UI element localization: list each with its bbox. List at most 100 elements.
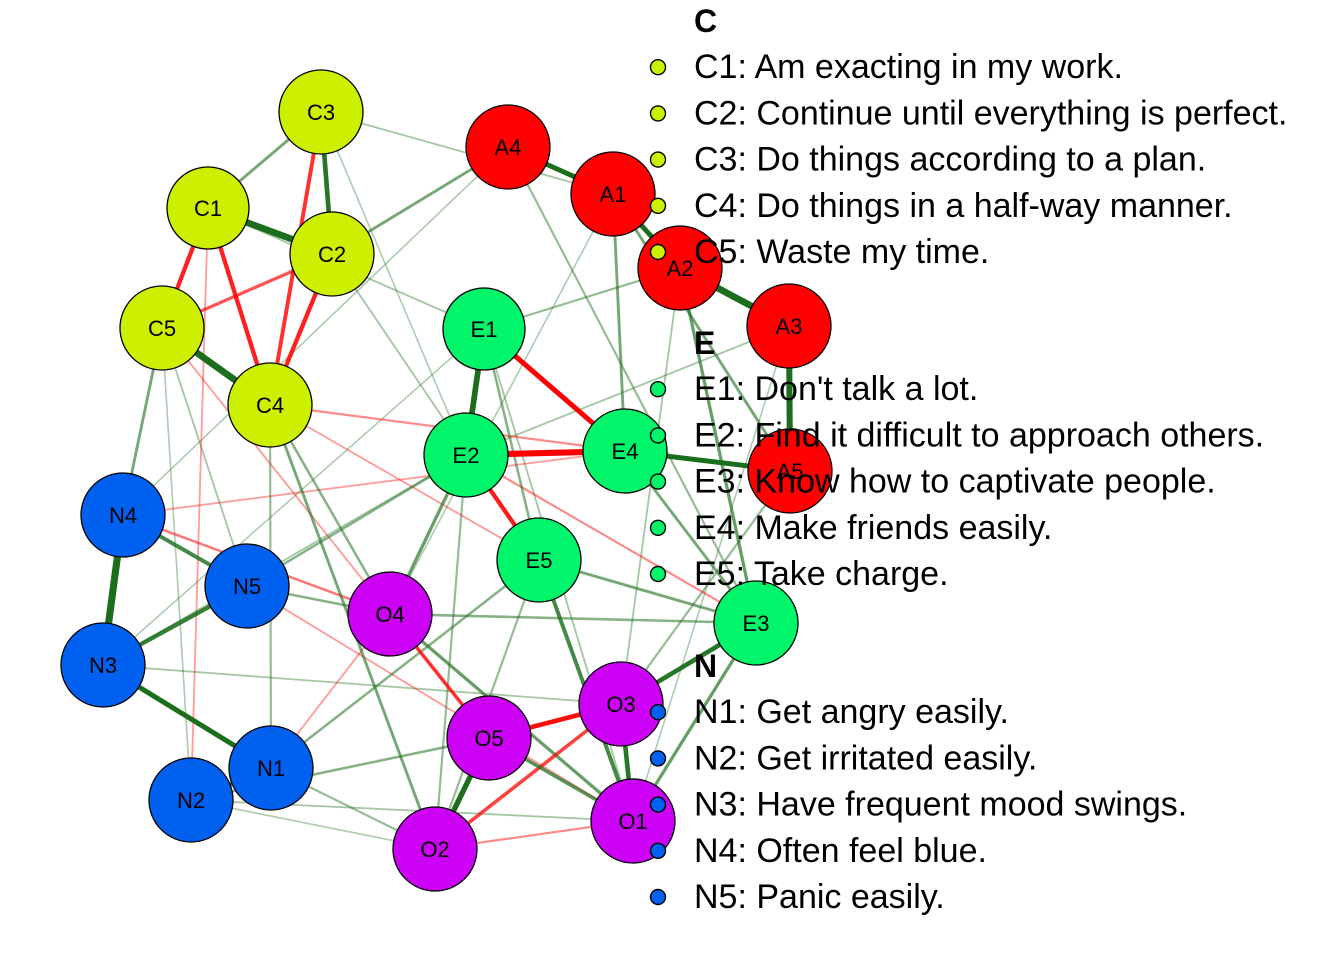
- node-label: E3: [743, 611, 770, 636]
- node-label: A2: [667, 256, 694, 281]
- node-circle: [60, 622, 146, 708]
- legend-item-c4: C4: Do things in a half-way manner.: [694, 187, 1233, 225]
- node-n3[interactable]: N3: [60, 622, 146, 708]
- node-c1[interactable]: C1: [166, 166, 250, 250]
- node-circle: [465, 104, 551, 190]
- legend-item-n5: N5: Panic easily.: [694, 878, 945, 916]
- node-o3[interactable]: O3: [578, 661, 664, 747]
- node-label: C3: [307, 100, 335, 125]
- legend-dot: [649, 105, 667, 122]
- node-c2[interactable]: C2: [289, 211, 375, 297]
- node-label: O4: [375, 602, 404, 627]
- edge-n2-c5: [161, 327, 192, 801]
- node-label: N2: [177, 788, 205, 813]
- node-label: N1: [257, 756, 285, 781]
- legend-item-n2: N2: Get irritated easily.: [694, 739, 1037, 777]
- node-o2[interactable]: O2: [392, 806, 478, 892]
- node-label: N5: [233, 574, 261, 599]
- legend-dot: [649, 58, 667, 76]
- node-a5[interactable]: A5: [747, 428, 833, 514]
- node-circle: [446, 695, 532, 781]
- legend-item-e3: E3: Know how to captivate people.: [694, 463, 1216, 501]
- node-c3[interactable]: C3: [278, 69, 364, 155]
- node-label: E4: [612, 439, 639, 464]
- node-circle: [746, 283, 832, 369]
- node-label: A5: [777, 459, 804, 484]
- edge-a1-a5: [611, 193, 792, 472]
- node-e2[interactable]: E2: [423, 412, 509, 498]
- node-circle: [119, 285, 205, 371]
- node-a1[interactable]: A1: [570, 151, 656, 237]
- edge-n5-c5: [161, 327, 248, 587]
- node-label: O1: [618, 809, 647, 834]
- node-circle: [578, 661, 664, 747]
- edge-a4-e3: [507, 146, 757, 624]
- node-c4[interactable]: C4: [227, 362, 313, 448]
- node-label: C2: [318, 242, 346, 267]
- node-c5[interactable]: C5: [119, 285, 205, 371]
- edge-a4-n4: [122, 146, 509, 516]
- legend-dot: [649, 704, 667, 721]
- node-n5[interactable]: N5: [204, 543, 290, 629]
- node-e5[interactable]: E5: [496, 517, 582, 603]
- node-n1[interactable]: N1: [228, 725, 314, 811]
- legend-dot: [649, 381, 667, 398]
- edge-a3-e2: [465, 325, 790, 456]
- node-a4[interactable]: A4: [465, 104, 551, 190]
- node-circle: [166, 166, 250, 250]
- node-circle: [227, 362, 313, 448]
- node-circle: [392, 806, 478, 892]
- legend-dot: [649, 473, 667, 490]
- legend-dot: [649, 427, 667, 444]
- legend-item-c1: C1: Am exacting in my work.: [694, 48, 1123, 86]
- edge-n4-e4: [122, 450, 626, 516]
- edge-a2-e3: [678, 267, 758, 624]
- node-o5[interactable]: O5: [446, 695, 532, 781]
- edge-n2-c1: [190, 207, 209, 801]
- legend-dot: [649, 750, 667, 767]
- legend-item-c3: C3: Do things according to a plan.: [694, 141, 1206, 179]
- edge-c4-e5: [269, 404, 540, 561]
- node-circle: [747, 428, 833, 514]
- edge-n5-o1: [246, 585, 634, 822]
- edge-n1-e5: [270, 558, 540, 770]
- node-o4[interactable]: O4: [347, 571, 433, 657]
- legend-dot: [649, 842, 667, 859]
- legend-dot: [649, 888, 667, 906]
- node-label: C4: [256, 393, 284, 418]
- node-a3[interactable]: A3: [746, 283, 832, 369]
- legend: CC1: Am exacting in my work.C2: Continue…: [649, 3, 1287, 916]
- edge-n3-o3: [102, 664, 622, 705]
- legend-heading: N: [694, 648, 717, 684]
- edge-e2-e3: [465, 454, 757, 624]
- node-label: A1: [600, 182, 627, 207]
- node-label: E5: [526, 548, 553, 573]
- node-e4[interactable]: E4: [582, 408, 668, 494]
- edge-a5-o3: [620, 470, 791, 705]
- node-n4[interactable]: N4: [80, 472, 166, 558]
- edge-a1-e4: [611, 193, 627, 452]
- edge-o2-e2: [433, 454, 468, 850]
- legend-item-e4: E4: Make friends easily.: [694, 509, 1052, 547]
- node-label: A3: [776, 314, 803, 339]
- node-n2[interactable]: N2: [148, 757, 234, 843]
- node-label: N3: [89, 653, 117, 678]
- legend-item-n4: N4: Often feel blue.: [694, 832, 987, 870]
- legend-section-n: NN1: Get angry easily.N2: Get irritated …: [649, 648, 1187, 916]
- legend-section-e: EE1: Don't talk a lot.E2: Find it diffic…: [649, 325, 1264, 593]
- legend-dot: [649, 519, 667, 536]
- node-label: A4: [495, 135, 522, 160]
- legend-dot: [649, 197, 667, 215]
- edge-c3-e2: [320, 111, 467, 456]
- node-label: O2: [420, 837, 449, 862]
- edge-o4-e3: [389, 612, 757, 625]
- node-circle: [148, 757, 234, 843]
- node-circle: [713, 580, 799, 666]
- node-label: N4: [109, 503, 137, 528]
- legend-item-e5: E5: Take charge.: [694, 555, 949, 593]
- node-e3[interactable]: E3: [713, 580, 799, 666]
- node-label: E2: [453, 443, 480, 468]
- node-e1[interactable]: E1: [442, 287, 526, 371]
- legend-heading: C: [694, 3, 717, 39]
